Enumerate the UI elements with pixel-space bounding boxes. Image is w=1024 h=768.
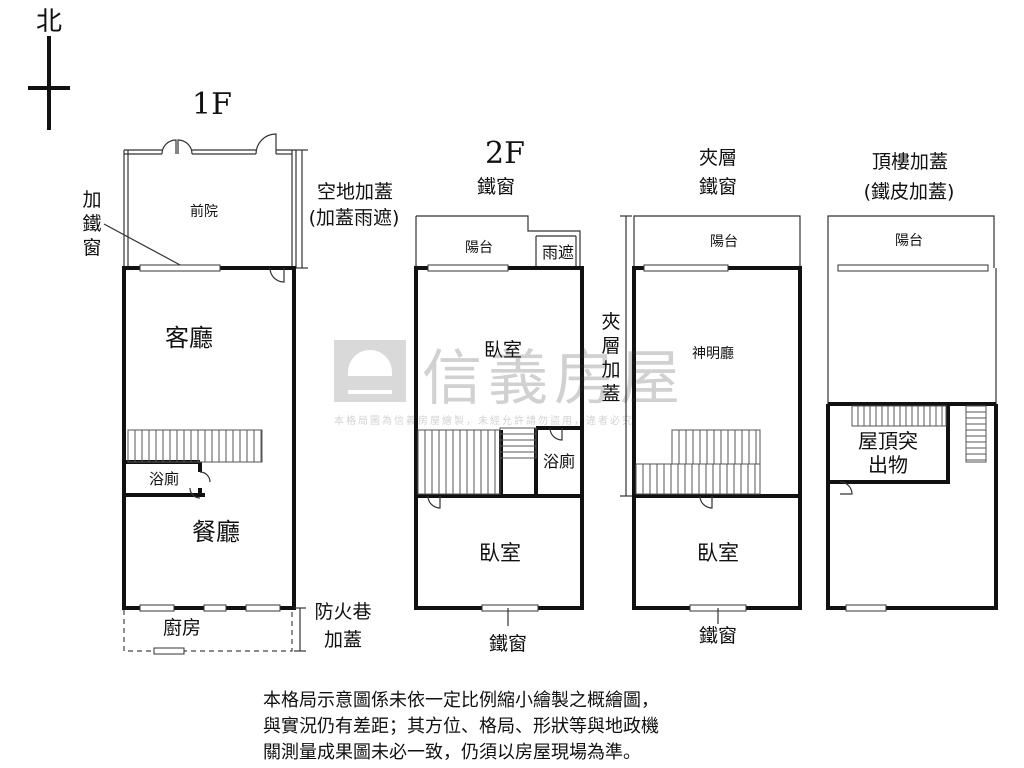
door-swing (189, 487, 201, 499)
door-swing (839, 481, 853, 495)
mezz-bedroom-label: 臥室 (697, 541, 739, 565)
vacant-addition-sub-label: (加蓋雨遮) (309, 207, 400, 229)
window (139, 264, 221, 272)
fire-lane-sub-label: 加蓋 (324, 629, 362, 651)
north-arrow-icon (28, 36, 70, 130)
roof-title: 頂樓加蓋 (872, 151, 948, 173)
roof-balcony-label: 陽台 (895, 233, 923, 249)
floor-1f-title: 1F (192, 87, 232, 122)
north-label: 北 (36, 7, 62, 37)
iron-window-side-label: 加鐵窗 (82, 189, 101, 259)
staircase (635, 429, 761, 495)
disclaimer-text: 本格局示意圖係未依一定比例縮小繪製之概繪圖， 與實況仍有差距；其方位、格局、形狀… (263, 690, 659, 763)
staircase (851, 405, 947, 427)
fire-lane-label: 防火巷 (314, 601, 371, 623)
mezz-top-window-label: 鐵窗 (699, 176, 737, 198)
front-yard-label: 前院 (190, 203, 218, 220)
dining-room-label: 餐廳 (192, 518, 240, 546)
window (427, 264, 509, 272)
floor-2f-title: 2F (485, 136, 525, 171)
dimension-line (294, 607, 306, 652)
mezz-side-label: 夾層加蓋 (601, 311, 620, 405)
f2-bedroom-1-label: 臥室 (484, 339, 522, 361)
window (845, 604, 887, 612)
window (481, 604, 539, 612)
roof-title-sub: (鐵皮加蓋) (864, 181, 955, 203)
vacant-addition-label: 空地加蓋 (317, 181, 393, 203)
dimension-line (620, 215, 632, 497)
window (153, 647, 185, 655)
window (139, 604, 175, 612)
roof-walls (826, 215, 998, 610)
staircase (127, 429, 263, 463)
door-swing (199, 471, 211, 483)
window (245, 604, 281, 612)
f2-awning-label: 雨遮 (542, 243, 574, 262)
window (643, 264, 729, 272)
f2-balcony-label: 陽台 (465, 240, 493, 256)
mezz-walls (632, 215, 802, 610)
front-yard-area (123, 133, 297, 268)
f2-top-window-label: 鐵窗 (477, 176, 515, 198)
floor-2f-walls (414, 215, 584, 610)
f2-bedroom-2-label: 臥室 (479, 541, 521, 565)
shrine-room-label: 神明廳 (692, 345, 734, 362)
door-swing (699, 495, 713, 509)
door-swing (427, 495, 441, 509)
ladder (965, 405, 987, 463)
living-room-label: 客廳 (165, 324, 213, 352)
mezz-balcony-label: 陽台 (710, 234, 738, 250)
door-swing (549, 427, 563, 441)
window (203, 604, 227, 612)
f1-bathroom-label: 浴廁 (149, 470, 179, 488)
kitchen-addition (123, 610, 293, 652)
mezz-title: 夾層 (699, 147, 737, 169)
roof-protrusion-label: 屋頂突出物 (858, 429, 918, 477)
door-swing (269, 267, 285, 283)
window (837, 264, 989, 272)
leader-line (103, 223, 183, 267)
f2-bottom-window-label: 鐵窗 (489, 633, 527, 655)
staircase (417, 427, 537, 495)
mezz-bottom-window-label: 鐵窗 (699, 625, 737, 647)
dimension-line (296, 149, 308, 269)
f2-bathroom-label: 浴廁 (543, 452, 575, 471)
kitchen-label: 廚房 (163, 616, 201, 639)
